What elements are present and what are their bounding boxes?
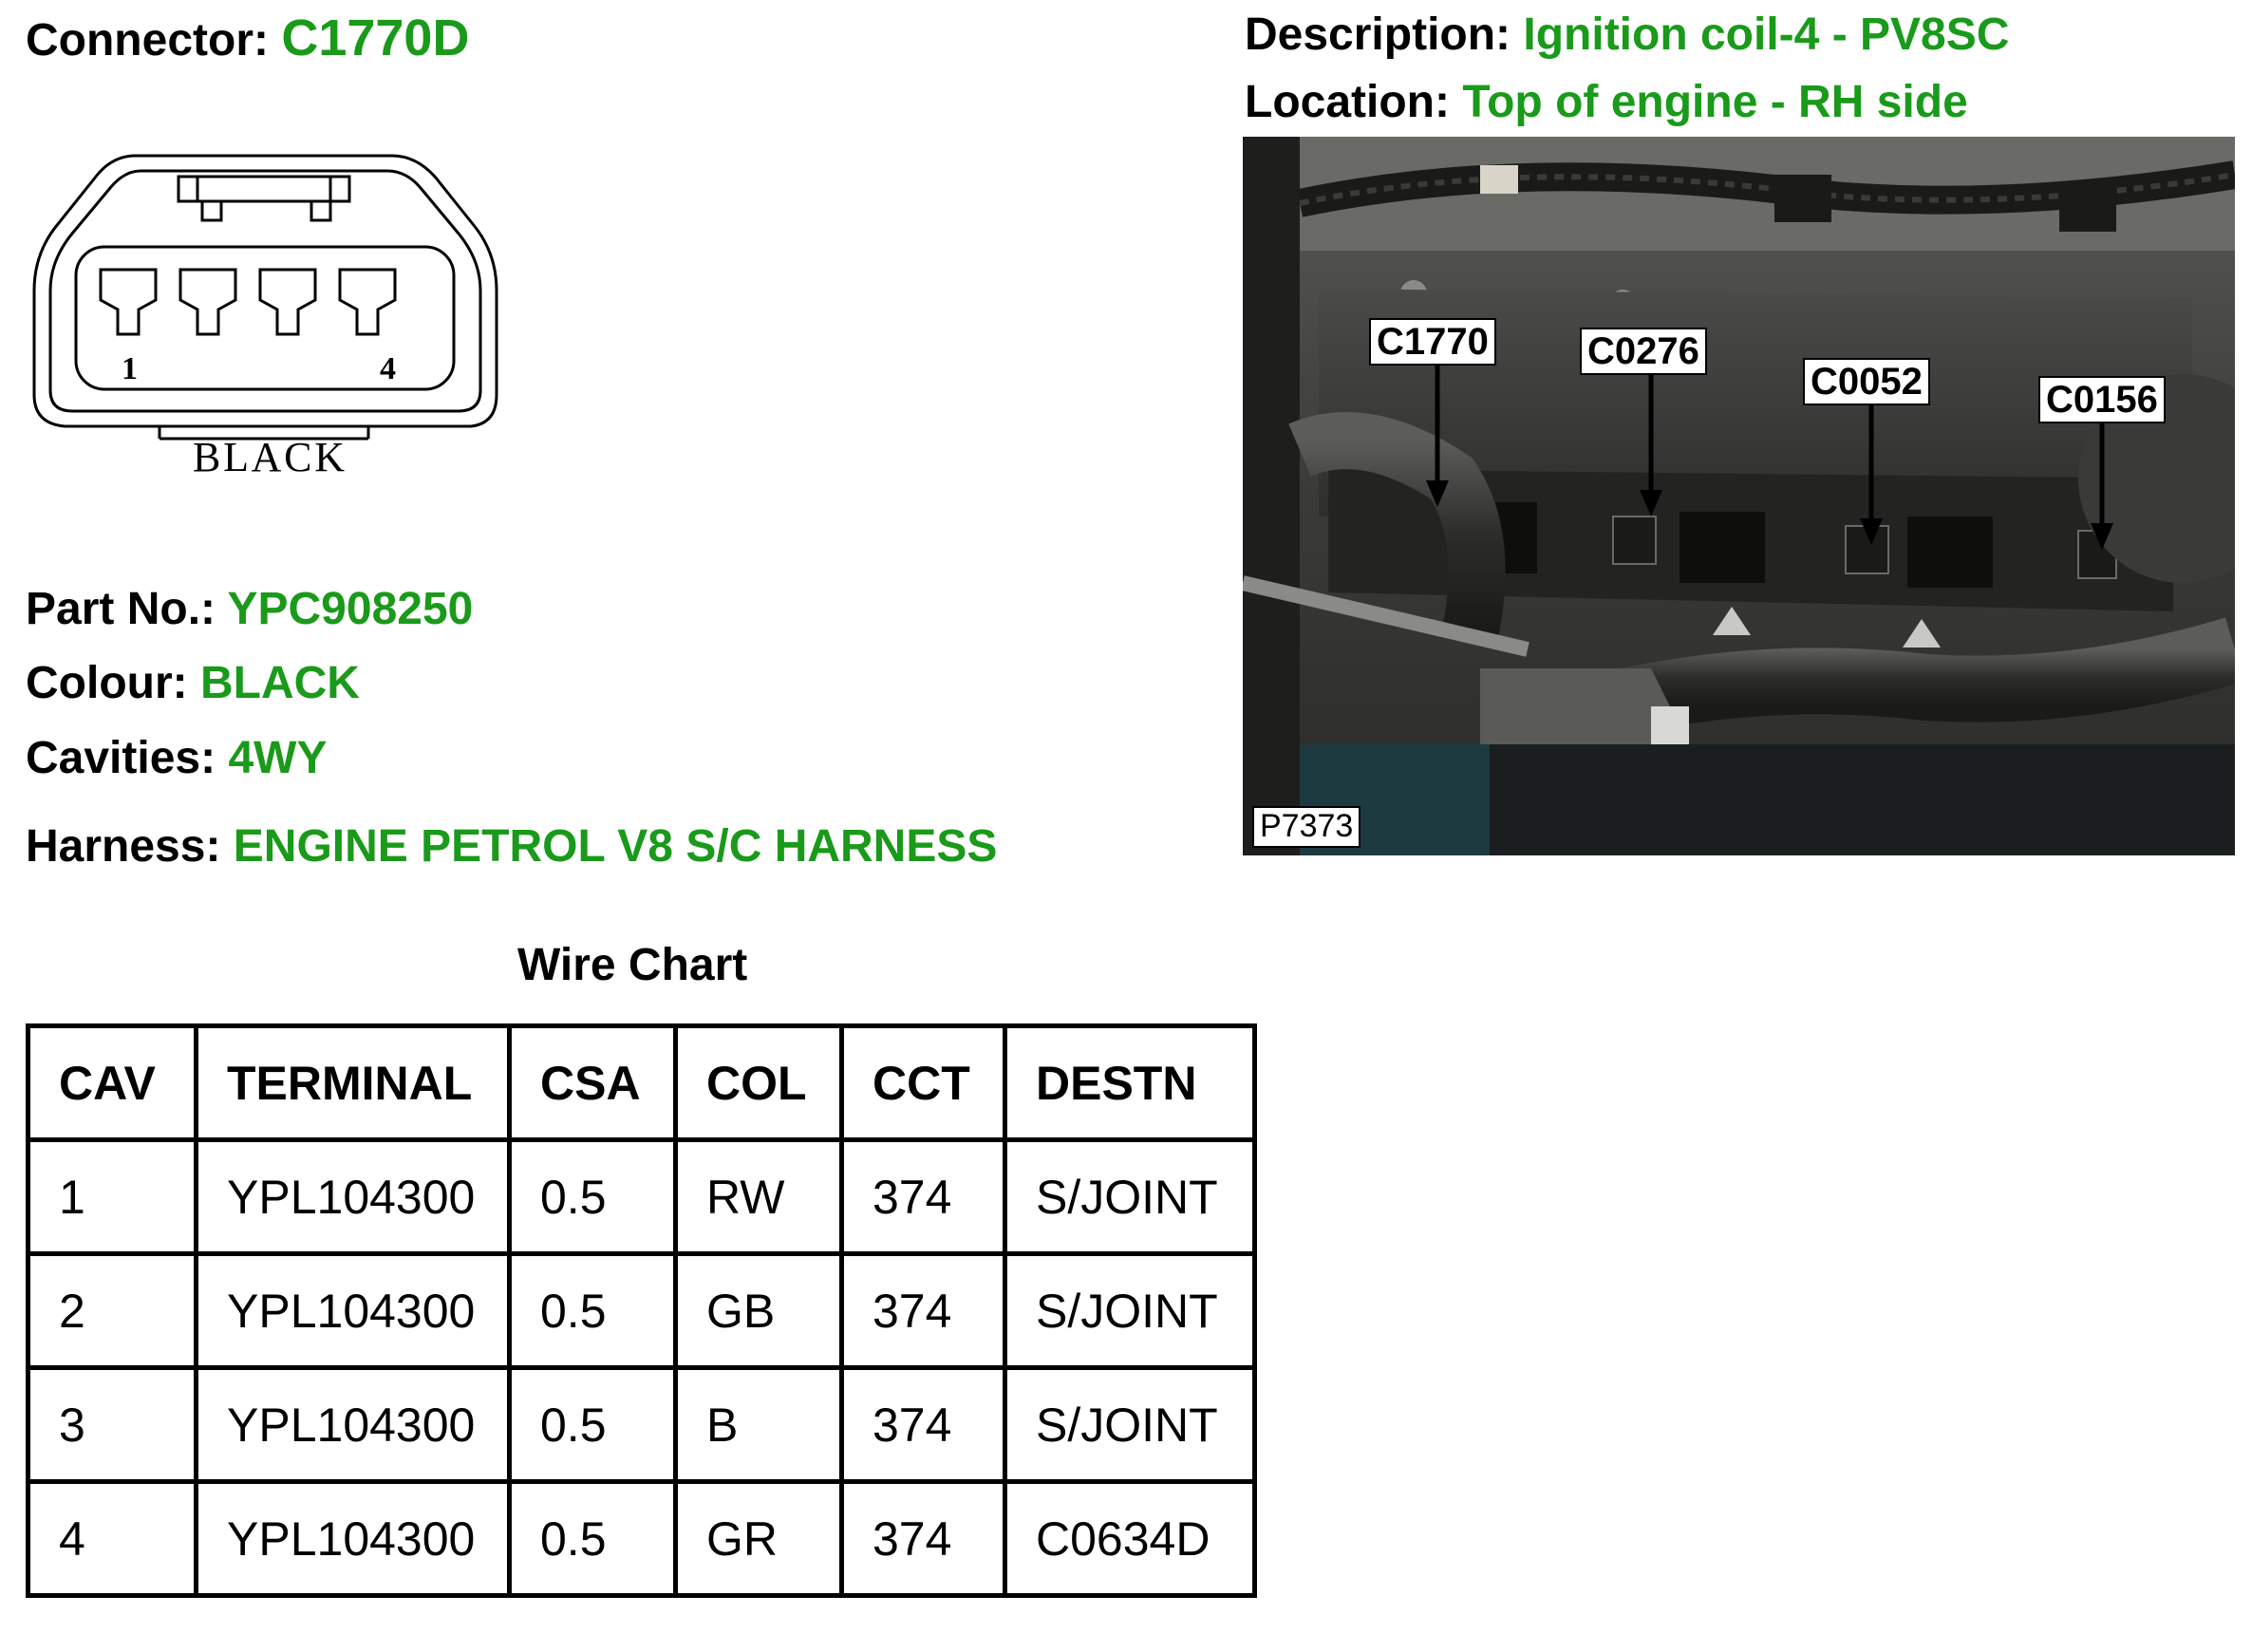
- cell-csa: 0.5: [507, 1251, 678, 1370]
- table-header-row: CAV TERMINAL CSA COL CCT DESTN: [26, 1023, 1257, 1142]
- harness-label: Harness:: [26, 821, 221, 872]
- cell-terminal: YPL104300: [194, 1479, 512, 1598]
- cell-terminal: YPL104300: [194, 1137, 512, 1256]
- colour-label: Colour:: [26, 658, 188, 708]
- part-no-field: Part No.: YPC908250: [26, 587, 473, 632]
- header-cct: CCT: [839, 1023, 1007, 1142]
- description-label: Description:: [1245, 9, 1511, 60]
- cell-terminal: YPL104300: [194, 1251, 512, 1370]
- part-no-label: Part No.:: [26, 584, 216, 634]
- cell-cct: 374: [839, 1365, 1007, 1484]
- cell-cav: 4: [26, 1479, 198, 1598]
- connector-field: Connector: C1770D: [26, 12, 469, 64]
- table-row: 3 YPL104300 0.5 B 374 S/JOINT: [26, 1365, 1257, 1484]
- cavities-value: 4WY: [228, 733, 328, 783]
- colour-value: BLACK: [199, 658, 360, 708]
- cell-cct: 374: [839, 1251, 1007, 1370]
- harness-field: Harness: ENGINE PETROL V8 S/C HARNESS: [26, 824, 997, 870]
- engine-photo-image: [1243, 137, 2235, 855]
- cell-cav: 3: [26, 1365, 198, 1484]
- cell-destn: C0634D: [1003, 1479, 1257, 1598]
- description-value: Ignition coil-4 - PV8SC: [1523, 9, 2010, 60]
- cell-col: GB: [673, 1251, 844, 1370]
- header-col: COL: [673, 1023, 844, 1142]
- engine-location-photo: C1770 C0276 C0052 C0156 P7373: [1243, 137, 2235, 855]
- connector-value: C1770D: [281, 9, 470, 66]
- cell-destn: S/JOINT: [1003, 1365, 1257, 1484]
- cavity-group: [99, 268, 397, 336]
- connector-colour-text: BLACK: [193, 434, 345, 480]
- cavities-field: Cavities: 4WY: [26, 736, 327, 781]
- harness-value: ENGINE PETROL V8 S/C HARNESS: [233, 821, 998, 872]
- header-destn: DESTN: [1003, 1023, 1257, 1142]
- location-label: Location:: [1245, 77, 1450, 127]
- colour-field: Colour: BLACK: [26, 661, 360, 706]
- table-row: 1 YPL104300 0.5 RW 374 S/JOINT: [26, 1137, 1257, 1256]
- cell-cct: 374: [839, 1137, 1007, 1256]
- header-terminal: TERMINAL: [194, 1023, 512, 1142]
- cell-destn: S/JOINT: [1003, 1251, 1257, 1370]
- cell-csa: 0.5: [507, 1137, 678, 1256]
- cell-csa: 0.5: [507, 1479, 678, 1598]
- callout-c1770: C1770: [1369, 318, 1496, 366]
- wire-chart-title: Wire Chart: [517, 940, 748, 990]
- callout-c0276: C0276: [1580, 328, 1707, 375]
- part-no-value: YPC908250: [227, 584, 474, 634]
- cell-cct: 374: [839, 1479, 1007, 1598]
- description-field: Description: Ignition coil-4 - PV8SC: [1245, 12, 2009, 58]
- callout-c0156: C0156: [2038, 376, 2166, 423]
- wire-chart-table: CAV TERMINAL CSA COL CCT DESTN 1 YPL1043…: [26, 1023, 1257, 1598]
- table-row: 2 YPL104300 0.5 GB 374 S/JOINT: [26, 1251, 1257, 1370]
- cell-terminal: YPL104300: [194, 1365, 512, 1484]
- pin-number-4: 4: [380, 351, 396, 386]
- cell-col: B: [673, 1365, 844, 1484]
- cell-destn: S/JOINT: [1003, 1137, 1257, 1256]
- header-csa: CSA: [507, 1023, 678, 1142]
- cell-csa: 0.5: [507, 1365, 678, 1484]
- location-field: Location: Top of engine - RH side: [1245, 80, 1968, 125]
- location-value: Top of engine - RH side: [1462, 77, 1968, 127]
- cavity-4: [338, 268, 397, 336]
- cell-col: GR: [673, 1479, 844, 1598]
- cell-cav: 2: [26, 1251, 198, 1370]
- pin-number-1: 1: [122, 351, 138, 386]
- header-cav: CAV: [26, 1023, 198, 1142]
- table-row: 4 YPL104300 0.5 GR 374 C0634D: [26, 1479, 1257, 1598]
- cavity-3: [258, 268, 317, 336]
- callout-c0052: C0052: [1803, 358, 1930, 405]
- connector-label: Connector:: [26, 15, 269, 66]
- connector-face-diagram: 1 4 BLACK: [32, 154, 498, 480]
- cell-cav: 1: [26, 1137, 198, 1256]
- cavity-1: [99, 268, 158, 336]
- cavity-2: [178, 268, 237, 336]
- cavities-label: Cavities:: [26, 733, 216, 783]
- cell-col: RW: [673, 1137, 844, 1256]
- photo-id-label: P7373: [1252, 806, 1361, 848]
